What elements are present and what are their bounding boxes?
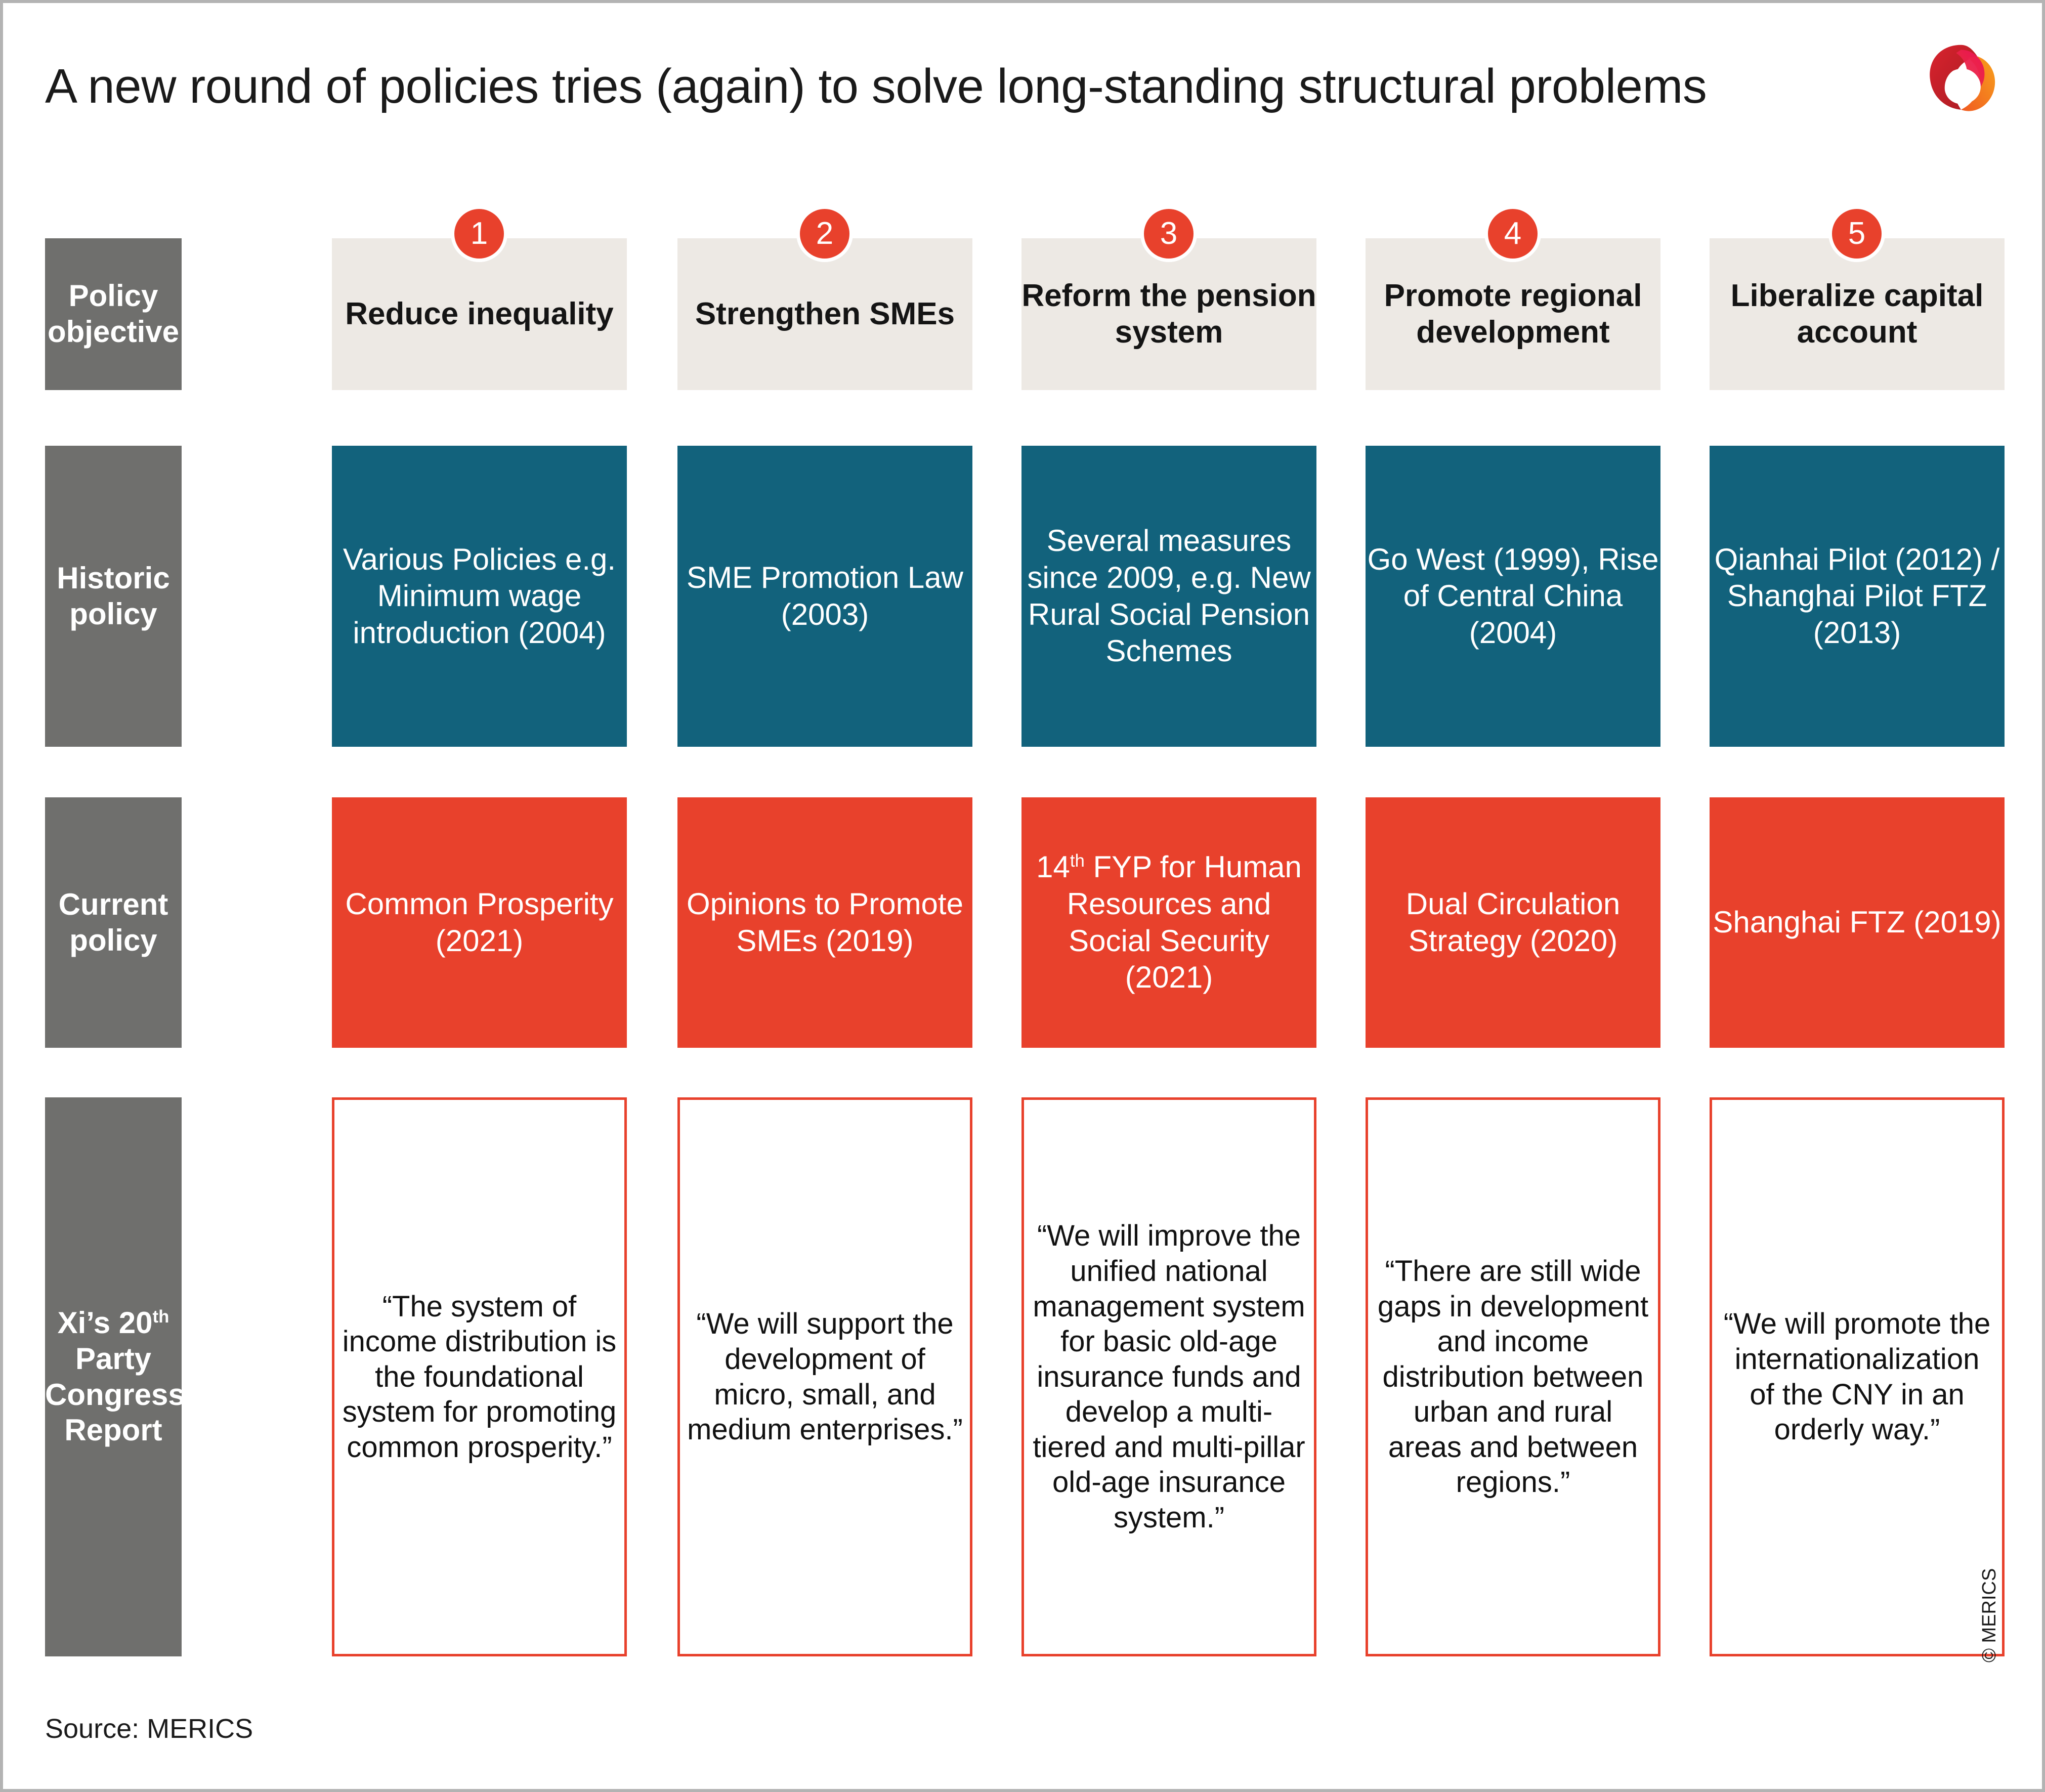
step-badge-1: 1 <box>451 205 507 262</box>
objective-label-1: Reduce inequality <box>345 296 614 332</box>
header: A new round of policies tries (again) to… <box>3 3 2042 155</box>
historic-cell-4: Go West (1999), Rise of Central China (2… <box>1366 446 1660 747</box>
objective-label-4: Promote regional development <box>1384 278 1642 350</box>
current-cell-2: Opinions to Promote SMEs (2019) <box>677 797 972 1048</box>
historic-text-1: Various Policies e.g. Minimum wage intro… <box>343 542 616 650</box>
objective-cell-5: Liberalize capital account <box>1710 238 2005 390</box>
page-title: A new round of policies tries (again) to… <box>45 59 1707 113</box>
historic-cell-3: Several measures since 2009, e.g. New Ru… <box>1021 446 1316 747</box>
current-cell-3: 14th FYP for Human Resources and Social … <box>1021 797 1316 1048</box>
objective-cell-2: Strengthen SMEs <box>677 238 972 390</box>
current-cell-4: Dual Circulation Strategy (2020) <box>1366 797 1660 1048</box>
merics-logo <box>1921 38 2001 119</box>
quote-cell-1: “The system of income distribution is th… <box>332 1097 627 1656</box>
current-cell-1: Common Prosperity (2021) <box>332 797 627 1048</box>
objective-label-2: Strengthen SMEs <box>695 296 955 332</box>
objective-cell-4: Promote regional development <box>1366 238 1660 390</box>
copyright-note: © MERICS <box>1979 1568 2000 1662</box>
quote-cell-2: “We will support the development of micr… <box>677 1097 972 1656</box>
current-text-4: Dual Circulation Strategy (2020) <box>1405 886 1621 958</box>
historic-cell-1: Various Policies e.g. Minimum wage intro… <box>332 446 627 747</box>
quote-cell-5: “We will promote the internationalizatio… <box>1710 1097 2005 1656</box>
step-badge-4: 4 <box>1484 205 1541 262</box>
objective-cell-1: Reduce inequality <box>332 238 627 390</box>
current-cell-5: Shanghai FTZ (2019) <box>1710 797 2005 1048</box>
quote-text-2: “We will support the development of micr… <box>687 1307 963 1446</box>
current-text-1: Common Prosperity (2021) <box>345 886 614 958</box>
historic-cell-5: Qianhai Pilot (2012) / Shanghai Pilot FT… <box>1710 446 2005 747</box>
historic-cell-2: SME Promotion Law (2003) <box>677 446 972 747</box>
quote-text-1: “The system of income distribution is th… <box>342 1290 617 1464</box>
current-text-5: Shanghai FTZ (2019) <box>1713 905 2001 940</box>
step-badge-3: 3 <box>1140 205 1197 262</box>
step-badge-2: 2 <box>796 205 853 262</box>
quote-text-3: “We will improve the unified national ma… <box>1033 1219 1305 1534</box>
quote-text-5: “We will promote the internationalizatio… <box>1723 1307 1991 1446</box>
current-text-3: 14th FYP for Human Resources and Social … <box>1036 850 1302 995</box>
objective-label-3: Reform the pension system <box>1021 278 1316 350</box>
quote-cell-4: “There are still wide gaps in developmen… <box>1366 1097 1660 1656</box>
objective-cell-3: Reform the pension system <box>1021 238 1316 390</box>
quote-cell-3: “We will improve the unified national ma… <box>1021 1097 1316 1656</box>
source-note: Source: MERICS <box>45 1714 253 1744</box>
objective-label-5: Liberalize capital account <box>1730 278 1984 350</box>
historic-text-4: Go West (1999), Rise of Central China (2… <box>1367 542 1659 650</box>
current-text-2: Opinions to Promote SMEs (2019) <box>687 886 963 958</box>
historic-text-3: Several measures since 2009, e.g. New Ru… <box>1027 524 1311 668</box>
historic-text-2: SME Promotion Law (2003) <box>687 560 963 631</box>
quote-text-4: “There are still wide gaps in developmen… <box>1377 1254 1649 1499</box>
historic-text-5: Qianhai Pilot (2012) / Shanghai Pilot FT… <box>1714 542 2000 650</box>
step-badge-5: 5 <box>1828 205 1885 262</box>
